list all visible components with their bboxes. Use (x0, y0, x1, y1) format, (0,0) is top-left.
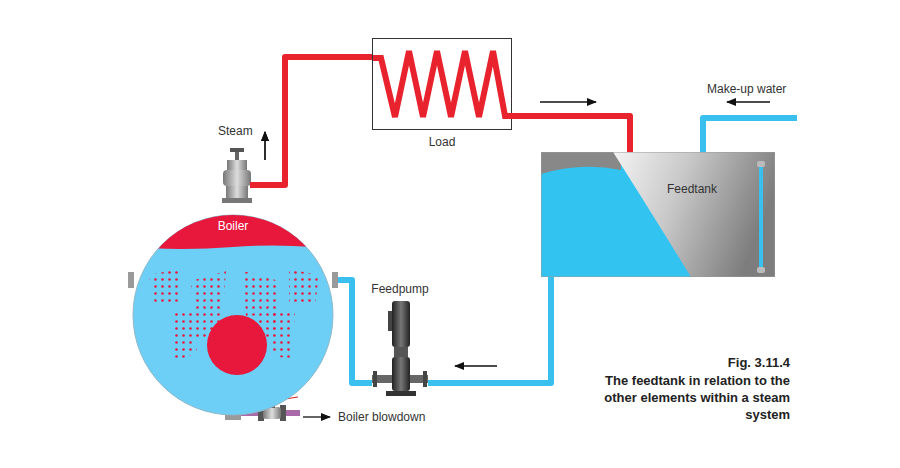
figure-number: Fig. 3.11.4 (728, 354, 790, 371)
flow-arrow (264, 132, 265, 160)
node-label: Feedpump (371, 282, 428, 296)
part-label: Steam (218, 124, 253, 138)
part-label: Boiler blowdown (338, 410, 425, 424)
steam-valve (222, 148, 252, 203)
pipe-connector (250, 57, 372, 185)
node-label: Boiler (218, 219, 249, 233)
node-label: Feedtank (667, 182, 717, 196)
node-label: Load (429, 135, 456, 149)
figure-caption: The feedtank in relation to the other el… (575, 372, 790, 423)
pump-drawing (372, 283, 428, 400)
load-box: Load (372, 38, 512, 130)
boiler-vessel: Boiler (131, 213, 335, 417)
pipe-connector (338, 280, 372, 383)
flow-arrow (727, 101, 770, 102)
makeup-pipe (703, 118, 797, 154)
feedtank-drawing (541, 152, 775, 277)
heating-coil (373, 39, 513, 131)
flow-arrow (303, 416, 330, 417)
boiler-drawing (131, 213, 335, 417)
feedtank: Feedtank (541, 152, 775, 277)
part-label: Make-up water (707, 82, 786, 96)
pipe-connector (512, 102, 630, 152)
feedpump: Feedpump (372, 283, 428, 400)
pipe-connector (428, 277, 551, 383)
